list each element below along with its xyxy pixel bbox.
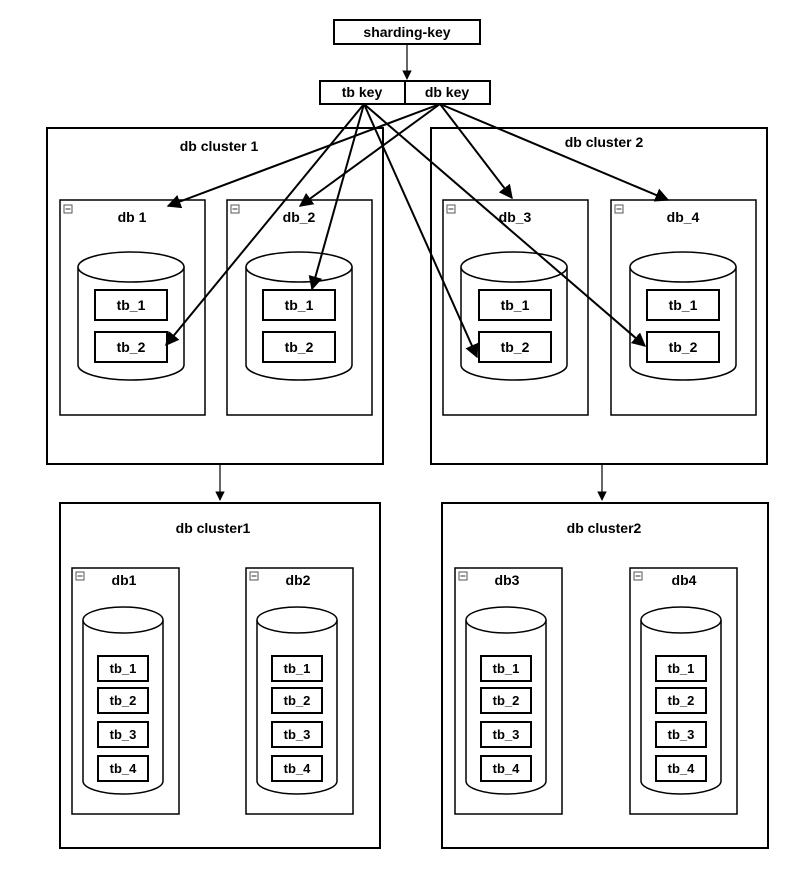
table-box: tb_1: [480, 655, 532, 682]
table-label: tb_4: [284, 761, 312, 776]
db-top-2: db_2 tb_1 tb_2: [226, 199, 373, 416]
table-box: tb_1: [262, 289, 336, 321]
table-label: tb_4: [493, 761, 521, 776]
table-label: tb_1: [285, 297, 314, 313]
arrow-tb-key-to-db1-tb2: [165, 103, 365, 347]
db-bottom-3-label: db3: [495, 572, 520, 588]
db-bottom-1: db1 tb_1 tb_2 tb_3 tb_4: [71, 567, 180, 815]
table-label: tb_2: [668, 693, 695, 708]
table-label: tb_2: [110, 693, 137, 708]
table-box: tb_1: [271, 655, 323, 682]
table-box: tb_2: [262, 331, 336, 363]
sharding-key-box: sharding-key: [333, 19, 481, 45]
table-box: tb_1: [97, 655, 149, 682]
arrow-tb-key-to-db4-tb2: [363, 103, 647, 347]
table-box: tb_1: [94, 289, 168, 321]
table-box: tb_2: [478, 331, 552, 363]
cluster-bottom-1-label: db cluster1: [176, 520, 251, 536]
table-box: tb_3: [480, 721, 532, 748]
db-bottom-1-label: db1: [112, 572, 137, 588]
table-label: tb_2: [285, 339, 314, 355]
tb-key-arrows: [165, 103, 647, 359]
cluster-top-2-label: db cluster 2: [565, 134, 644, 150]
collapse-icon[interactable]: [458, 571, 468, 581]
cluster-bottom-2-label: db cluster2: [567, 520, 642, 536]
table-box: tb_3: [655, 721, 707, 748]
sharding-key-label: sharding-key: [363, 24, 450, 40]
table-label: tb_1: [668, 661, 695, 676]
table-box: tb_2: [97, 687, 149, 714]
arrow-tb-key-to-db2-tb1: [308, 103, 365, 291]
table-label: tb_4: [668, 761, 696, 776]
db-bottom-2: db2 tb_1 tb_2 tb_3 tb_4: [245, 567, 354, 815]
table-label: tb_3: [284, 727, 311, 742]
table-box: tb_4: [480, 755, 532, 782]
table-label: tb_3: [668, 727, 695, 742]
table-label: tb_2: [117, 339, 146, 355]
db-top-4: db_4 tb_1 tb_2: [610, 199, 757, 416]
db-top-3: db_3 tb_1 tb_2: [442, 199, 589, 416]
table-label: tb_4: [110, 761, 138, 776]
table-box: tb_3: [271, 721, 323, 748]
table-label: tb_1: [110, 661, 137, 676]
table-label: tb_2: [669, 339, 698, 355]
collapse-icon[interactable]: [63, 204, 73, 214]
db-top-4-label: db_4: [667, 209, 700, 225]
db-bottom-4: db4 tb_1 tb_2 tb_3 tb_4: [629, 567, 738, 815]
db-top-2-label: db_2: [283, 209, 316, 225]
db-top-1-label: db 1: [118, 209, 147, 225]
table-label: tb_1: [493, 661, 520, 676]
table-label: tb_2: [501, 339, 530, 355]
table-label: tb_1: [117, 297, 146, 313]
collapse-icon[interactable]: [446, 204, 456, 214]
tb-key-box: tb key: [319, 80, 406, 105]
table-box: tb_2: [480, 687, 532, 714]
collapse-icon[interactable]: [75, 571, 85, 581]
table-label: tb_2: [493, 693, 520, 708]
tb-key-label: tb key: [342, 84, 383, 100]
db-key-box: db key: [404, 80, 491, 105]
collapse-icon[interactable]: [614, 204, 624, 214]
table-box: tb_4: [271, 755, 323, 782]
table-label: tb_1: [669, 297, 698, 313]
table-box: tb_4: [655, 755, 707, 782]
db-bottom-2-label: db2: [286, 572, 311, 588]
db-top-1: db 1 tb_1 tb_2: [59, 199, 206, 416]
db-top-3-label: db_3: [499, 209, 532, 225]
collapse-icon[interactable]: [249, 571, 259, 581]
table-label: tb_3: [110, 727, 137, 742]
table-box: tb_1: [655, 655, 707, 682]
table-box: tb_1: [478, 289, 552, 321]
db-key-arrows: [166, 103, 670, 209]
table-box: tb_2: [655, 687, 707, 714]
collapse-icon[interactable]: [633, 571, 643, 581]
table-box: tb_2: [271, 687, 323, 714]
table-box: tb_2: [94, 331, 168, 363]
table-label: tb_3: [493, 727, 520, 742]
db-key-label: db key: [425, 84, 470, 100]
table-label: tb_2: [284, 693, 311, 708]
arrow-tb-key-to-db3-tb2: [363, 103, 479, 359]
table-label: tb_1: [284, 661, 311, 676]
db-bottom-4-label: db4: [672, 572, 697, 588]
cluster-top-1-label: db cluster 1: [180, 138, 259, 154]
table-box: tb_4: [97, 755, 149, 782]
arrow-db-key-to-db-4: [439, 103, 670, 202]
table-label: tb_1: [501, 297, 530, 313]
arrow-db-key-to-db-1: [166, 103, 441, 209]
collapse-icon[interactable]: [230, 204, 240, 214]
table-box: tb_1: [646, 289, 720, 321]
arrow-db-key-to-db-3: [439, 103, 513, 200]
table-box: tb_2: [646, 331, 720, 363]
arrow-db-key-to-db-2: [298, 103, 441, 207]
table-box: tb_3: [97, 721, 149, 748]
db-bottom-3: db3 tb_1 tb_2 tb_3 tb_4: [454, 567, 563, 815]
